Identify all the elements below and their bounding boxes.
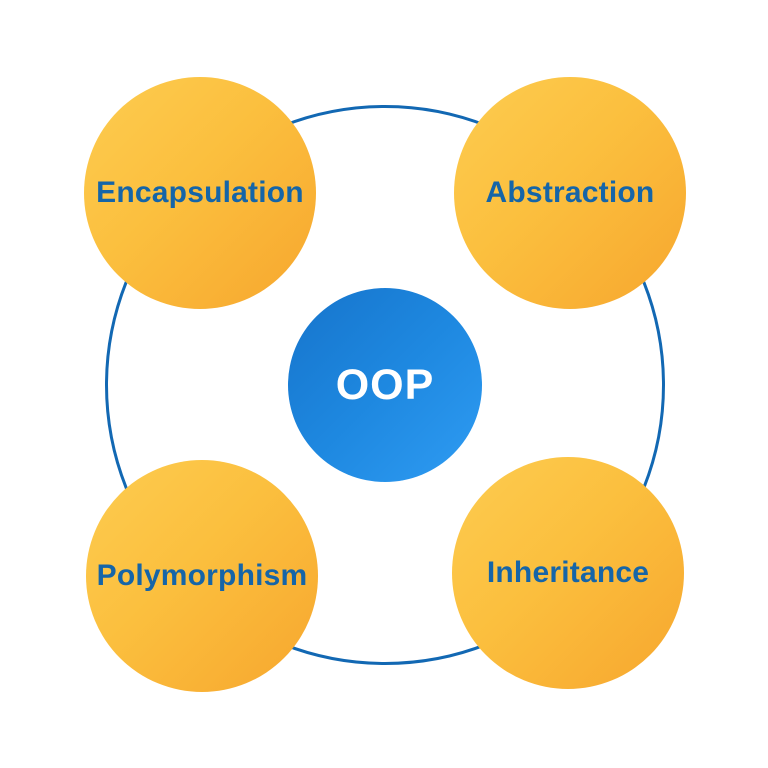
node-inheritance: Inheritance [452,457,684,689]
center-node-oop: OOP [288,288,482,482]
node-encapsulation-label: Encapsulation [96,176,304,209]
node-abstraction-label: Abstraction [485,176,655,209]
node-polymorphism-label: Polymorphism [96,559,308,592]
node-inheritance-label: Inheritance [486,556,650,589]
center-node-label: OOP [335,360,435,409]
node-encapsulation: Encapsulation [84,77,316,309]
node-polymorphism: Polymorphism [86,460,318,692]
connector-ring [105,105,665,665]
node-abstraction: Abstraction [454,77,686,309]
